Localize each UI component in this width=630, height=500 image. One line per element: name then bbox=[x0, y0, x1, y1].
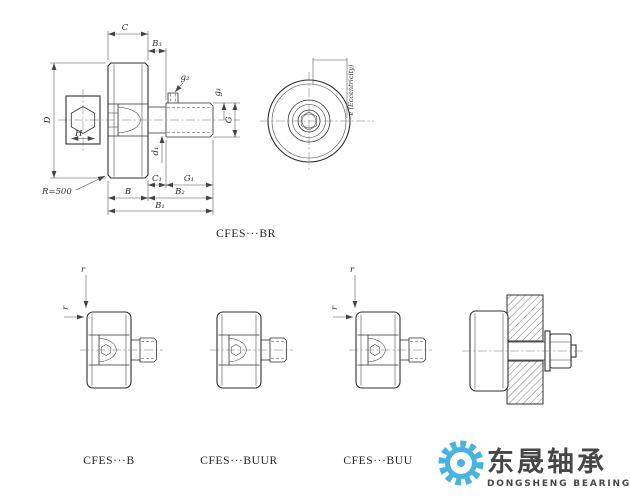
brand-name-english: DONGSHENG BEARING bbox=[487, 479, 630, 489]
mounting-illustration bbox=[462, 294, 584, 405]
dim-r-callout: r r bbox=[61, 265, 89, 320]
dim-g1: g₁ bbox=[213, 88, 240, 120]
brand-name-chinese: 东晟轴承 bbox=[487, 446, 607, 478]
brand-logo: 东晟轴承 DONGSHENG BEARING bbox=[438, 440, 630, 489]
model-label-cfes-buu: CFES···BUU bbox=[343, 455, 412, 467]
dim-label-h: H bbox=[74, 129, 83, 139]
gear-icon bbox=[438, 440, 484, 486]
bottom-dimensions: C₁ G₁ B B₂ B₁ bbox=[107, 140, 214, 215]
dim-label-b: B bbox=[124, 187, 131, 197]
dim-label-c1: C₁ bbox=[152, 174, 162, 184]
dim-label-b1: B₁ bbox=[154, 201, 165, 211]
front-end-view: e (Eccentricity) bbox=[260, 58, 374, 170]
outer-ring bbox=[107, 62, 149, 179]
dim-d1: d₁ bbox=[151, 136, 165, 163]
dim-R500: R=500 bbox=[41, 175, 106, 197]
dim-eccentricity: e (Eccentricity) bbox=[312, 58, 355, 118]
dim-D: D bbox=[43, 62, 106, 179]
stud-thread bbox=[166, 102, 214, 138]
dim-label-r-side: r bbox=[61, 305, 71, 310]
main-section-view: H C B₃ g₂ g₁ G bbox=[41, 23, 276, 240]
dim-label-r500: R=500 bbox=[41, 187, 72, 197]
dim-label-g: G bbox=[225, 116, 235, 123]
variant-view-cfes-buu: r r CFES···BUU bbox=[330, 265, 433, 467]
dim-C: C bbox=[107, 23, 149, 60]
dim-label-b2: B₂ bbox=[174, 187, 185, 197]
dim-label-d1: d₁ bbox=[151, 147, 161, 156]
dim-label-g1cap: G₁ bbox=[184, 174, 194, 184]
dim-label-r: r bbox=[350, 265, 355, 275]
support-plate-upper bbox=[506, 294, 544, 342]
support-plate-lower bbox=[506, 360, 544, 405]
dim-G: G bbox=[213, 103, 240, 138]
dim-B3: B₃ bbox=[148, 39, 167, 100]
dim-label-d: D bbox=[43, 116, 53, 124]
dim-label-g1: g₁ bbox=[213, 88, 223, 97]
variant-view-cfes-b: r r CFES···B bbox=[61, 265, 164, 467]
dim-label-g2: g₂ bbox=[181, 73, 190, 83]
dim-label-eccentricity: e (Eccentricity) bbox=[347, 64, 355, 115]
dim-label-b3: B₃ bbox=[151, 39, 162, 49]
grease-fitting-boss bbox=[167, 92, 179, 103]
model-label-cfes-b: CFES···B bbox=[83, 455, 134, 467]
dim-label-c: C bbox=[122, 23, 129, 33]
model-label-cfes-br: CFES···BR bbox=[216, 228, 276, 240]
dim-r-callout: r r bbox=[330, 265, 358, 320]
dim-label-r: r bbox=[81, 265, 86, 275]
model-label-cfes-buur: CFES···BUUR bbox=[200, 455, 278, 467]
dim-label-r-side: r bbox=[330, 305, 340, 310]
variant-view-cfes-buur: CFES···BUUR bbox=[200, 311, 294, 467]
hex-socket-detail: H bbox=[65, 89, 101, 151]
dim-g2: g₂ bbox=[174, 73, 190, 93]
